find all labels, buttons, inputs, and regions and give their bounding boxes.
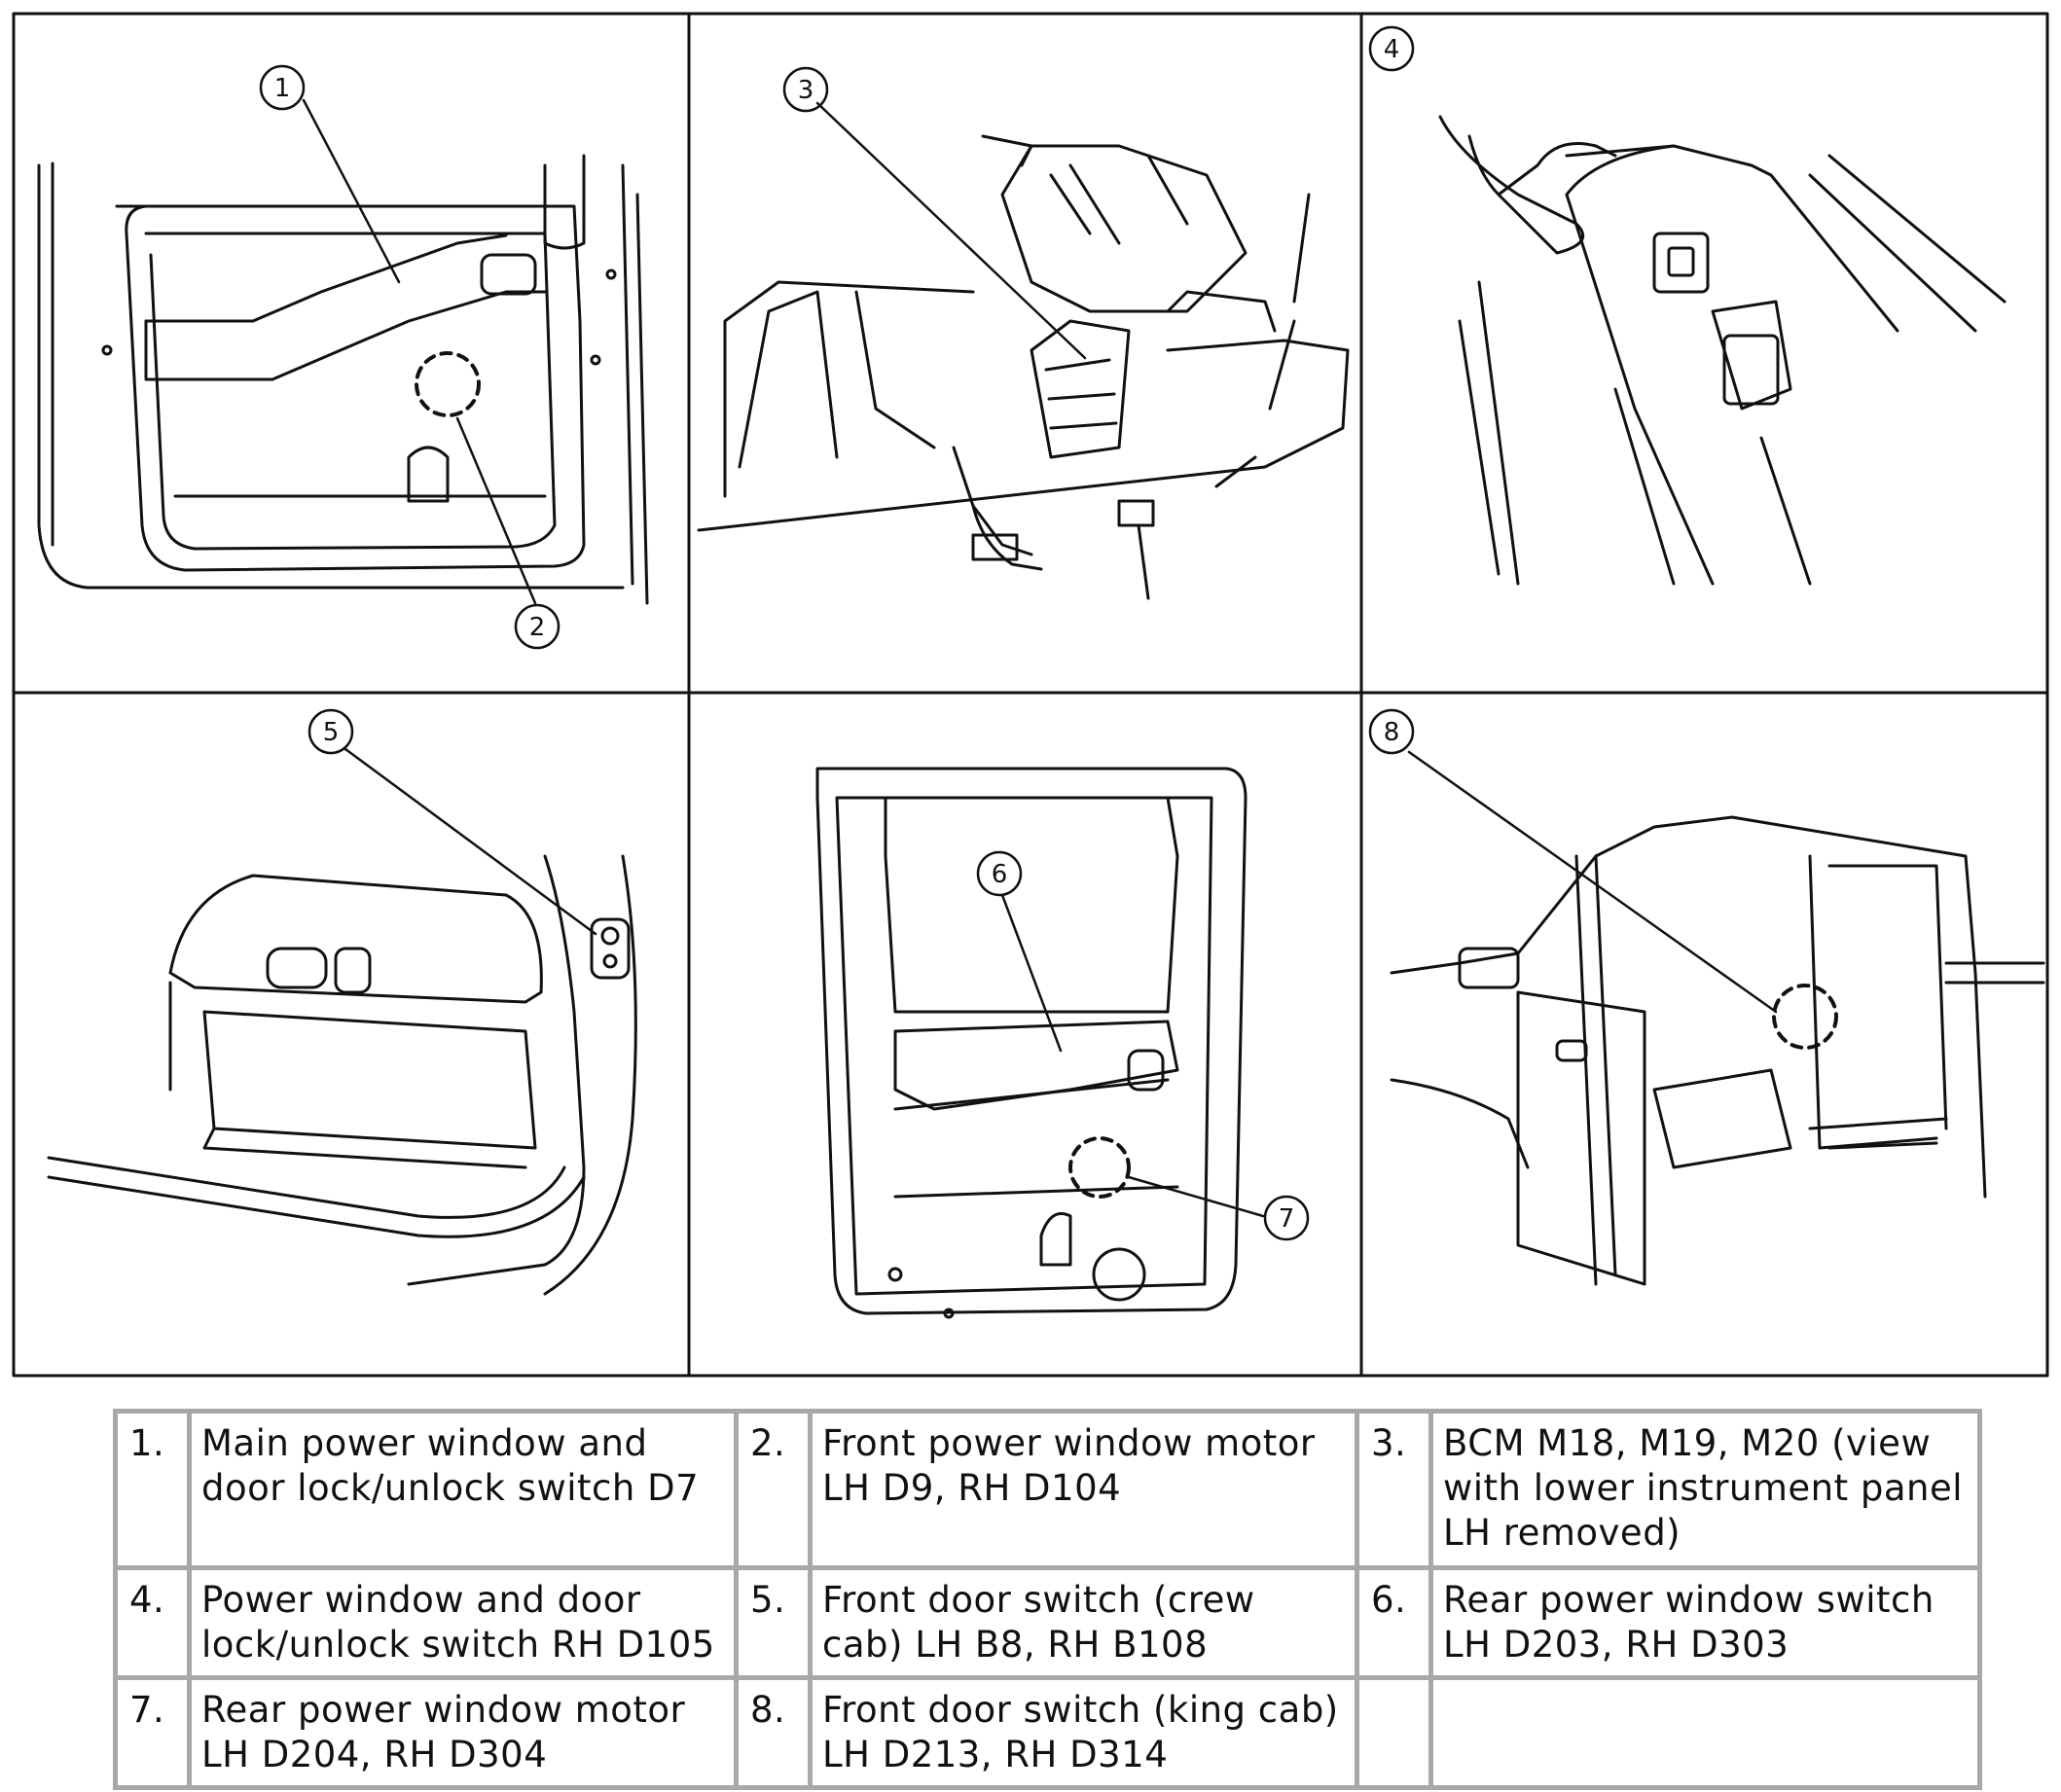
legend-number: 7. xyxy=(113,1675,192,1790)
callout-4: 4 xyxy=(1384,35,1400,64)
legend-row: 1. Main power window and door lock/unloc… xyxy=(113,1409,1982,1570)
legend-table: 1. Main power window and door lock/unloc… xyxy=(113,1409,1982,1790)
legend-description: Rear power window switch LH D203, RH D30… xyxy=(1428,1565,1982,1680)
legend-number: 2. xyxy=(734,1409,813,1570)
leader-lines xyxy=(302,98,1778,1218)
callout-3: 3 xyxy=(798,76,814,105)
callout-7: 7 xyxy=(1279,1204,1295,1234)
legend-description: Power window and door lock/unlock switch… xyxy=(187,1565,739,1680)
front-door-panel-illustration xyxy=(37,154,649,605)
legend-number: 4. xyxy=(113,1565,192,1680)
legend-description: Front door switch (king cab) LH D213, RH… xyxy=(808,1675,1359,1790)
legend-row: 4. Power window and door lock/unlock swi… xyxy=(113,1565,1982,1680)
callout-5: 5 xyxy=(323,718,340,747)
legend-description: BCM M18, M19, M20 (view with lower instr… xyxy=(1428,1409,1982,1570)
legend-description: Front power window motor LH D9, RH D104 xyxy=(808,1409,1359,1570)
legend-row: 7. Rear power window motor LH D204, RH D… xyxy=(113,1675,1982,1790)
legend-description: Front door switch (crew cab) LH B8, RH B… xyxy=(808,1565,1359,1680)
crew-cab-door-switch-illustration xyxy=(47,854,637,1296)
legend-description xyxy=(1428,1675,1982,1790)
callout-8: 8 xyxy=(1384,718,1400,747)
panel-grid xyxy=(12,12,2049,1378)
legend-number: 6. xyxy=(1355,1565,1433,1680)
rear-door-illustration xyxy=(815,767,1247,1319)
legend-description: Rear power window motor LH D204, RH D304 xyxy=(187,1675,739,1790)
callout-circles xyxy=(259,25,1415,1241)
legend-number xyxy=(1355,1675,1433,1790)
legend-number: 1. xyxy=(113,1409,192,1570)
component-location-diagram: 1 2 3 4 5 6 7 8 xyxy=(12,12,2049,1378)
rh-switch-illustration xyxy=(1438,115,2007,586)
legend-number: 8. xyxy=(734,1675,813,1790)
legend-number: 5. xyxy=(734,1565,813,1680)
bcm-location-illustration xyxy=(697,134,1350,600)
callout-6: 6 xyxy=(992,860,1008,889)
callout-2: 2 xyxy=(529,613,546,642)
legend-number: 3. xyxy=(1355,1409,1433,1570)
legend-description: Main power window and door lock/unlock s… xyxy=(187,1409,739,1570)
king-cab-door-switch-illustration xyxy=(1390,815,2045,1286)
callout-1: 1 xyxy=(274,74,291,103)
